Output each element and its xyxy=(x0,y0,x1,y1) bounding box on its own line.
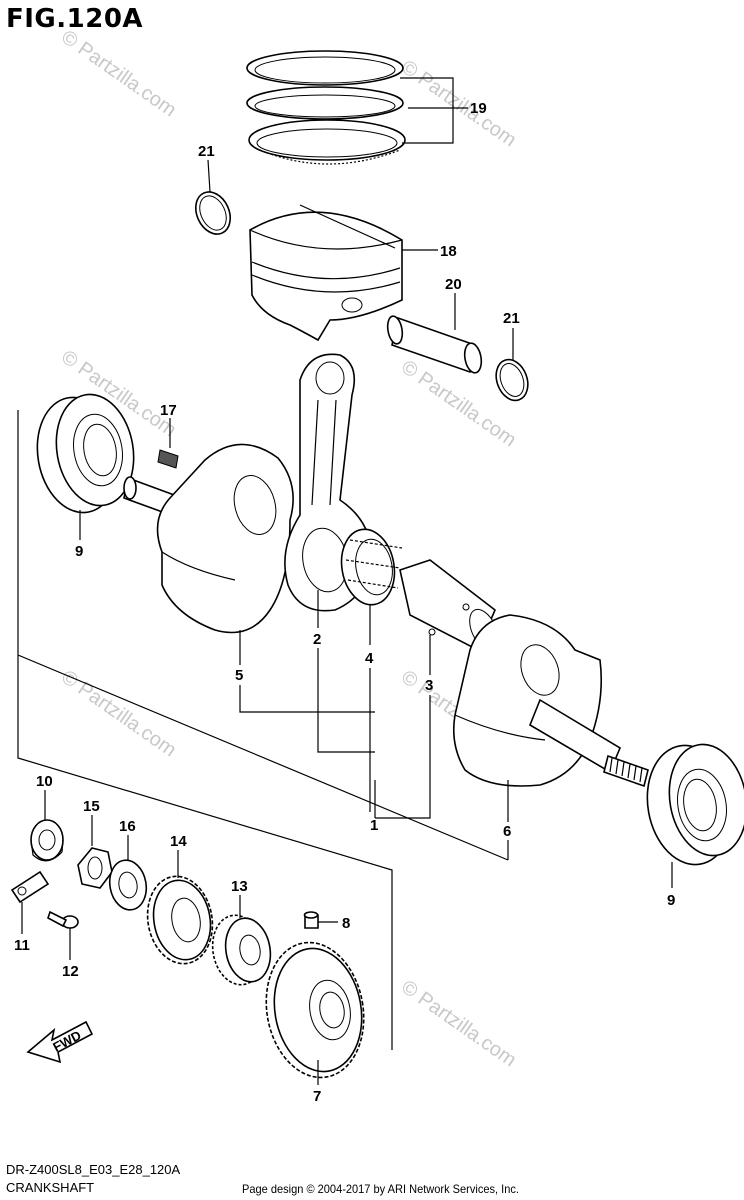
callout-21: 21 xyxy=(503,310,520,327)
bearing-left[interactable] xyxy=(29,388,143,519)
dowel-pin[interactable] xyxy=(303,911,319,929)
bearing-small[interactable] xyxy=(30,819,64,862)
leader-lines xyxy=(17,77,673,1085)
fwd-label: FWD xyxy=(50,1028,83,1055)
callout-7: 7 xyxy=(313,1088,321,1105)
circlip-right[interactable] xyxy=(491,355,534,405)
nut[interactable] xyxy=(77,847,113,889)
callout-5: 5 xyxy=(235,667,243,684)
callout-9: 9 xyxy=(75,543,83,560)
callout-2: 2 xyxy=(313,631,321,648)
gear-large[interactable] xyxy=(256,935,374,1086)
woodruff-key[interactable] xyxy=(157,449,179,469)
piston[interactable] xyxy=(249,204,403,342)
retainer-plate[interactable] xyxy=(10,870,50,904)
callout-8: 8 xyxy=(342,915,350,932)
watermark-text: © Partzilla.com xyxy=(397,56,520,151)
callout-19: 19 xyxy=(470,100,487,117)
watermark-text: © Partzilla.com xyxy=(397,976,520,1071)
callout-labels: 19 21 18 20 21 17 9 2 4 5 3 10 1 15 16 6… xyxy=(14,100,675,1105)
washer[interactable] xyxy=(106,857,150,912)
fwd-arrow: FWD xyxy=(26,1020,94,1064)
callout-13: 13 xyxy=(231,878,248,895)
piston-pin[interactable] xyxy=(386,315,484,374)
crank-web-right[interactable] xyxy=(452,614,603,787)
callout-11: 11 xyxy=(14,937,30,954)
callout-17: 17 xyxy=(160,402,177,419)
watermark-text: © Partzilla.com xyxy=(57,666,180,761)
callout-4: 4 xyxy=(365,650,374,667)
diagram-name: CRANKSHAFT xyxy=(6,1180,95,1195)
piston-rings[interactable] xyxy=(246,50,406,165)
callout-1: 1 xyxy=(370,817,378,834)
bearing-right[interactable] xyxy=(638,738,744,871)
callout-9: 9 xyxy=(667,892,675,909)
watermark-text: © Partzilla.com xyxy=(57,26,180,121)
circlip-left[interactable] xyxy=(189,186,237,239)
gear-small[interactable] xyxy=(207,911,275,989)
callout-16: 16 xyxy=(119,818,136,835)
callout-12: 12 xyxy=(62,963,79,980)
callout-14: 14 xyxy=(170,833,187,850)
needle-bearing[interactable] xyxy=(336,525,403,609)
screw[interactable] xyxy=(47,910,79,929)
crank-web-left[interactable] xyxy=(156,443,294,634)
callout-6: 6 xyxy=(503,823,511,840)
gear-drive[interactable] xyxy=(141,871,219,969)
diagram-code: DR-Z400SL8_E03_E28_120A xyxy=(6,1162,181,1177)
callout-18: 18 xyxy=(440,243,457,260)
callout-20: 20 xyxy=(445,276,462,293)
crankshaft-right-shaft xyxy=(529,698,649,788)
callout-3: 3 xyxy=(425,677,433,694)
copyright-notice: Page design © 2004-2017 by ARI Network S… xyxy=(242,1182,519,1196)
callout-10: 10 xyxy=(36,773,53,790)
callout-15: 15 xyxy=(83,798,100,815)
callout-21: 21 xyxy=(198,143,215,160)
figure-title: FIG.120A xyxy=(6,4,144,34)
